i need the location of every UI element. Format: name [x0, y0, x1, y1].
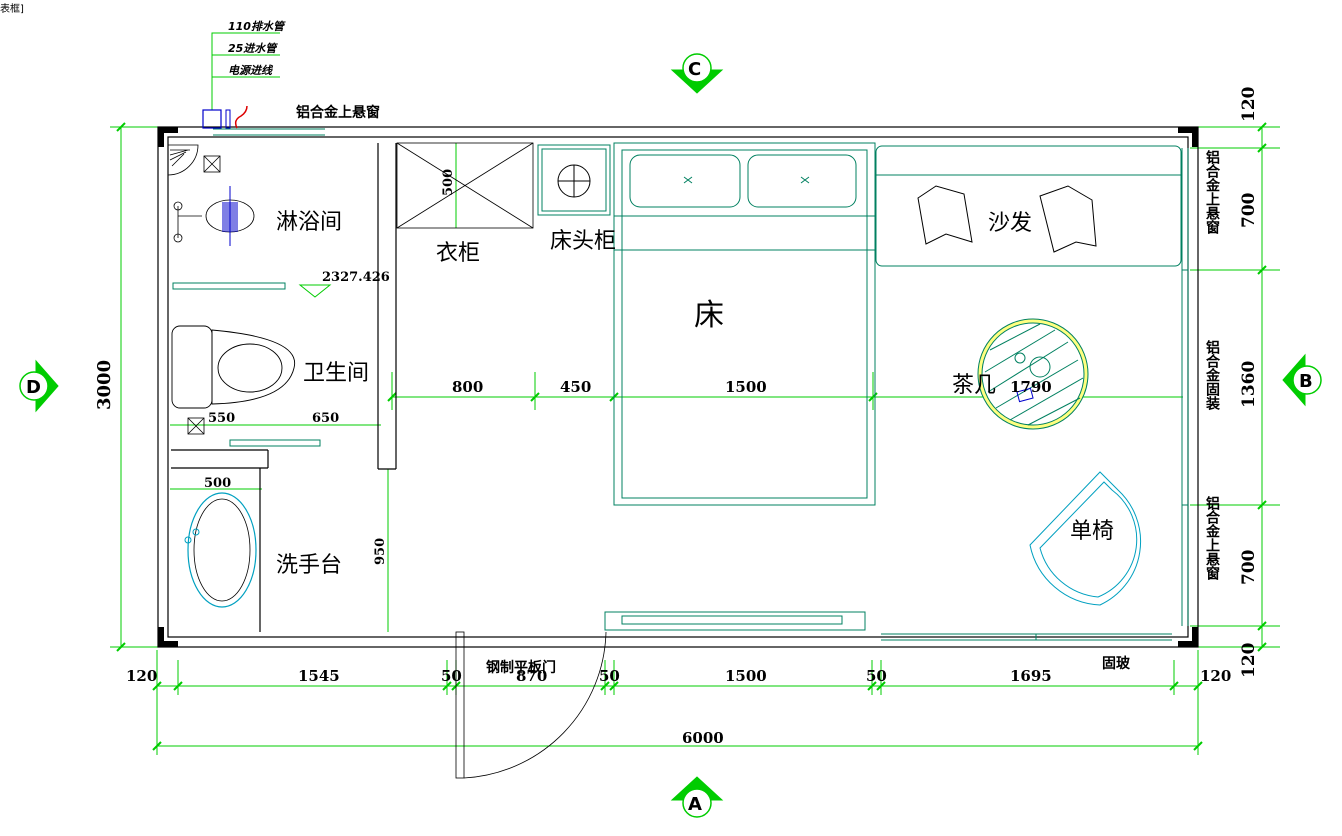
right-wall-label-middle: 铝合金固装	[1204, 339, 1221, 411]
utility-note-water: 25进水管	[228, 42, 278, 55]
shelves	[172, 282, 321, 447]
washbasin	[184, 492, 257, 608]
sofa-cushions	[917, 185, 1097, 253]
nightstand	[537, 144, 611, 216]
shower-fixture	[167, 144, 221, 243]
room-label-sofa: 沙发	[988, 211, 1032, 236]
bottom-glazing	[604, 611, 1172, 641]
dim-interior-450: 450	[560, 378, 591, 396]
dimension-ticks	[116, 122, 1267, 751]
axis-label-a: A	[688, 794, 702, 815]
dim-right-120-bottom: 120	[1239, 642, 1259, 678]
fixed-glass-label: 固玻	[1102, 655, 1131, 672]
dim-right-120-top: 120	[1239, 86, 1259, 122]
dim-partition-950: 950	[373, 538, 388, 565]
axis-marker-shapes	[19, 53, 1322, 818]
room-label-washbasin: 洗手台	[276, 553, 342, 578]
drain-pipe-icon	[202, 109, 222, 129]
room-label-bed: 床	[694, 298, 724, 333]
dim-bottom-50-c: 50	[866, 667, 887, 685]
dim-overall-height: 3000	[94, 360, 115, 410]
door-swing	[455, 631, 607, 779]
armchair	[1029, 471, 1142, 606]
wardrobe	[396, 142, 534, 229]
dim-bath-550: 550	[208, 411, 235, 426]
dim-wardrobe-depth: 500	[441, 169, 456, 196]
shower-head-icon	[205, 186, 255, 246]
dim-interior-1500: 1500	[725, 378, 767, 396]
dim-right-1360: 1360	[1239, 361, 1259, 408]
dim-right-700-top: 700	[1239, 192, 1259, 228]
dim-bottom-50-b: 50	[599, 667, 620, 685]
dim-interior-1790: 1790	[1010, 378, 1052, 396]
floor-drain-icon	[187, 417, 205, 435]
room-label-coffee-table: 茶几	[952, 373, 996, 398]
room-label-toilet: 卫生间	[303, 361, 369, 386]
dim-bath-650: 650	[312, 411, 339, 426]
water-pipe-icon	[225, 109, 231, 129]
toilet	[171, 325, 296, 409]
labels: 110排水管 25进水管 电源进线 铝合金上悬窗 2327.426 淋浴间 衣柜…	[26, 20, 1313, 815]
room-label-wardrobe: 衣柜	[436, 241, 480, 266]
dim-basin-500: 500	[204, 476, 231, 491]
power-cable-icon	[234, 105, 248, 129]
dim-bottom-870: 870	[516, 667, 547, 685]
right-wall-label-upper: 铝合金上悬窗	[1204, 149, 1221, 235]
dim-bottom-120-right: 120	[1200, 667, 1231, 685]
room-label-armchair: 单椅	[1070, 519, 1114, 544]
dim-bottom-1545: 1545	[298, 667, 340, 685]
elevation-label: 2327.426	[322, 270, 390, 285]
dim-bottom-50-a: 50	[441, 667, 462, 685]
dim-bottom-1695: 1695	[1010, 667, 1052, 685]
corner-label: 表框]	[0, 4, 24, 15]
dim-interior-800: 800	[452, 378, 483, 396]
corner-columns	[158, 127, 1198, 647]
utility-note-drain: 110排水管	[228, 20, 286, 33]
axis-label-c: C	[688, 59, 701, 80]
bed	[613, 142, 876, 506]
room-label-nightstand: 床头柜	[550, 229, 616, 254]
axis-label-b: B	[1299, 371, 1313, 392]
room-label-shower: 淋浴间	[276, 210, 342, 235]
dim-bottom-120-left: 120	[126, 667, 157, 685]
sofa	[875, 145, 1182, 267]
right-windows	[1181, 148, 1189, 626]
dim-right-700-bottom: 700	[1239, 549, 1259, 585]
utility-note-power: 电源进线	[228, 64, 274, 77]
top-window	[213, 128, 325, 136]
dim-overall-width: 6000	[682, 729, 724, 747]
axis-label-d: D	[26, 377, 41, 398]
coffee-table	[977, 318, 1089, 430]
dim-bottom-1500: 1500	[725, 667, 767, 685]
door-label: 钢制平板门	[486, 659, 556, 676]
right-wall-label-lower: 铝合金上悬窗	[1204, 495, 1221, 581]
top-window-label: 铝合金上悬窗	[296, 104, 380, 121]
elevation-marker-icon	[298, 284, 332, 298]
